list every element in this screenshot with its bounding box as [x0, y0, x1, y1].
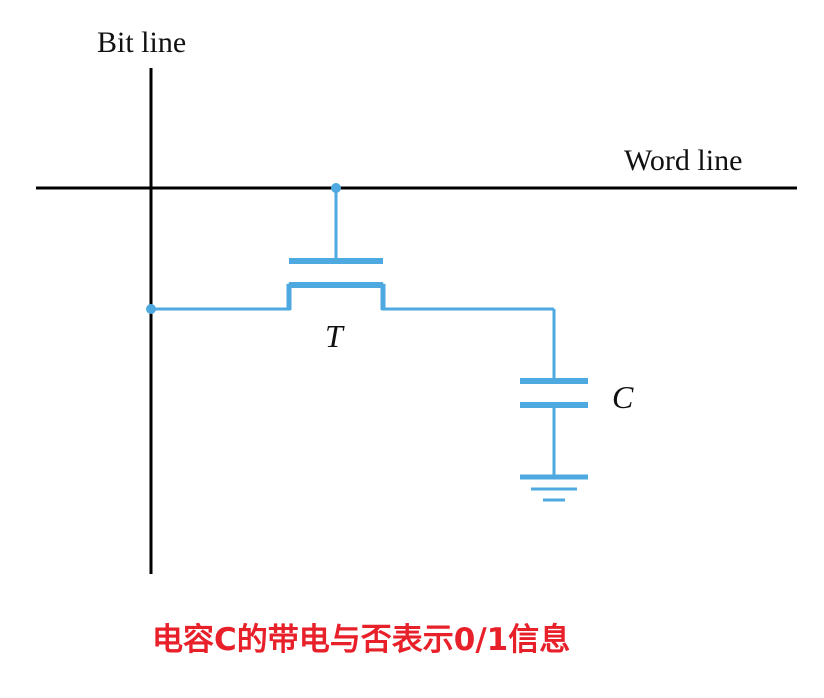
- word-line-label: Word line: [624, 144, 742, 177]
- ground-icon: [520, 474, 588, 502]
- caption-text: 电容C的带电与否表示0/1信息: [152, 622, 570, 658]
- circuit: [151, 188, 588, 502]
- transistor-channel: [151, 283, 554, 311]
- capacitor-label: C: [612, 379, 634, 415]
- bit-line-label: Bit line: [97, 26, 186, 59]
- transistor-label: T: [325, 318, 345, 354]
- word-line-junction-dot: [331, 183, 341, 193]
- bit-line-junction-dot: [146, 304, 156, 314]
